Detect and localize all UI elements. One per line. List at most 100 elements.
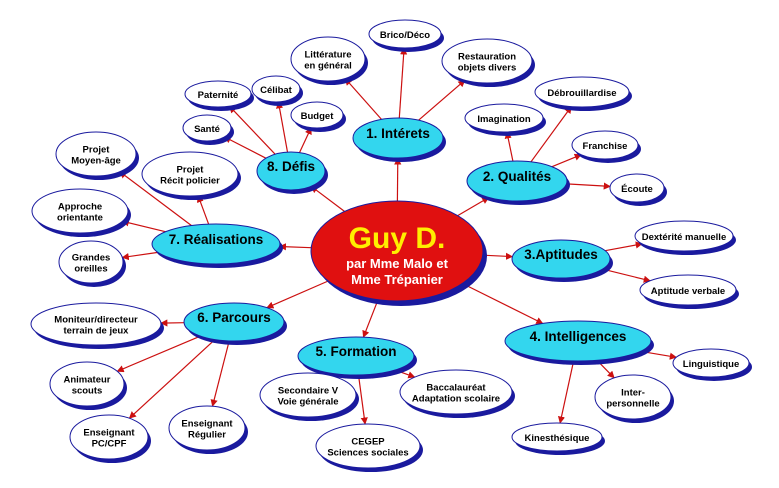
leaf-label: orientante bbox=[57, 212, 103, 223]
leaf-label: Dextérité manuelle bbox=[642, 232, 726, 243]
leaf-label: Brico/Déco bbox=[380, 30, 430, 41]
node-ellipse bbox=[55, 131, 137, 177]
leaf-node: Imagination bbox=[464, 103, 546, 136]
leaf-label: Moniteur/directeur bbox=[54, 314, 138, 325]
node-ellipse bbox=[466, 160, 568, 202]
category-node: 1. Intérets bbox=[352, 117, 446, 162]
node-ellipse bbox=[297, 336, 415, 376]
center-subtitle-line-1: par Mme Malo et bbox=[346, 256, 449, 271]
category-node: 4. Intelligences bbox=[504, 320, 654, 365]
leaf-node: Brico/Déco bbox=[368, 19, 444, 52]
node-ellipse bbox=[182, 114, 232, 142]
arrow-category-to-leaf bbox=[530, 106, 572, 163]
leaf-label: Littérature bbox=[305, 49, 352, 60]
arrow-category-to-leaf bbox=[418, 79, 466, 121]
arrow-category-to-leaf bbox=[398, 47, 408, 119]
node-ellipse bbox=[141, 151, 239, 197]
leaf-label: Imagination bbox=[477, 114, 531, 125]
node-ellipse bbox=[31, 188, 129, 234]
leaf-label: Inter- bbox=[621, 387, 645, 398]
center-node: Guy D. par Mme Malo et Mme Trépanier bbox=[310, 200, 487, 306]
arrow-category-to-leaf bbox=[276, 101, 289, 153]
category-node: 6. Parcours bbox=[183, 302, 287, 345]
arrow-category-to-leaf bbox=[223, 136, 267, 159]
node-ellipse bbox=[571, 130, 639, 160]
leaf-label: Franchise bbox=[583, 141, 628, 152]
leaf-label: Sciences sociales bbox=[327, 447, 408, 458]
category-label: 5. Formation bbox=[315, 344, 396, 359]
leaf-label: Grandes bbox=[72, 252, 111, 263]
arrow-center-to-category bbox=[462, 282, 544, 325]
leaf-label: Budget bbox=[301, 111, 335, 122]
center-subtitle-line-2: Mme Trépanier bbox=[351, 272, 443, 287]
arrow-category-to-leaf bbox=[551, 153, 582, 168]
leaf-node: Linguistique bbox=[672, 348, 752, 381]
node-ellipse bbox=[672, 348, 750, 378]
leaf-label: CEGEP bbox=[351, 436, 385, 447]
arrow-center-to-category bbox=[310, 185, 345, 212]
leaf-node: Célibat bbox=[251, 75, 303, 106]
node-ellipse bbox=[168, 405, 246, 451]
node-ellipse bbox=[151, 223, 281, 265]
arrow-category-to-leaf bbox=[298, 127, 312, 153]
leaf-label: Santé bbox=[194, 124, 220, 135]
leaf-label: Récit policier bbox=[160, 175, 220, 186]
node-ellipse bbox=[594, 374, 672, 420]
node-ellipse bbox=[69, 414, 149, 460]
arrow-category-to-leaf bbox=[116, 335, 201, 373]
leaf-label: terrain de jeux bbox=[64, 325, 130, 336]
arrow-category-to-leaf bbox=[557, 360, 575, 424]
arrow-category-to-leaf bbox=[119, 171, 192, 226]
node-ellipse bbox=[184, 80, 252, 108]
node-ellipse bbox=[511, 422, 603, 452]
leaf-label: Kinesthésique bbox=[525, 433, 590, 444]
node-ellipse bbox=[399, 369, 513, 415]
node-ellipse bbox=[259, 372, 357, 418]
node-ellipse bbox=[290, 36, 366, 82]
leaf-node: Franchise bbox=[571, 130, 641, 163]
category-label: 8. Défis bbox=[267, 159, 315, 174]
leaf-label: Secondaire V bbox=[278, 385, 339, 396]
arrow-category-to-leaf bbox=[121, 219, 166, 233]
node-ellipse bbox=[58, 240, 124, 284]
leaf-label: Linguistique bbox=[683, 359, 739, 370]
leaf-node: Paternité bbox=[184, 80, 254, 111]
arrow-center-to-category bbox=[362, 299, 379, 338]
arrow-category-to-leaf bbox=[210, 340, 230, 407]
node-ellipse bbox=[368, 19, 442, 49]
node-ellipse bbox=[251, 75, 301, 103]
center-title: Guy D. bbox=[349, 222, 446, 255]
leaf-node: Kinesthésique bbox=[511, 422, 605, 455]
arrow-center-to-category bbox=[457, 196, 490, 217]
leaf-label: Aptitude verbale bbox=[651, 286, 725, 297]
node-ellipse bbox=[609, 173, 665, 203]
leaf-label: scouts bbox=[72, 385, 103, 396]
connector-arrows bbox=[116, 47, 678, 425]
leaf-label: personnelle bbox=[606, 398, 659, 409]
node-ellipse bbox=[441, 38, 533, 84]
category-node: 8. Défis bbox=[256, 151, 328, 194]
arrow-category-to-leaf bbox=[196, 195, 210, 225]
leaf-label: Adaptation scolaire bbox=[412, 393, 500, 404]
category-label: 6. Parcours bbox=[197, 310, 271, 325]
leaf-label: Moyen-âge bbox=[71, 155, 121, 166]
leaf-label: Projet bbox=[83, 144, 111, 155]
leaf-label: Animateur bbox=[64, 374, 111, 385]
arrow-category-to-leaf bbox=[566, 182, 611, 190]
category-node: 2. Qualités bbox=[466, 160, 570, 205]
leaf-node: Inter-personnelle bbox=[594, 374, 674, 423]
leaf-label: Enseignant bbox=[83, 427, 135, 438]
category-node: 3.Aptitudes bbox=[511, 239, 613, 282]
category-label: 1. Intérets bbox=[366, 126, 430, 141]
node-ellipse bbox=[49, 361, 125, 407]
category-node: 5. Formation bbox=[297, 336, 417, 379]
leaf-label: Paternité bbox=[198, 90, 239, 101]
